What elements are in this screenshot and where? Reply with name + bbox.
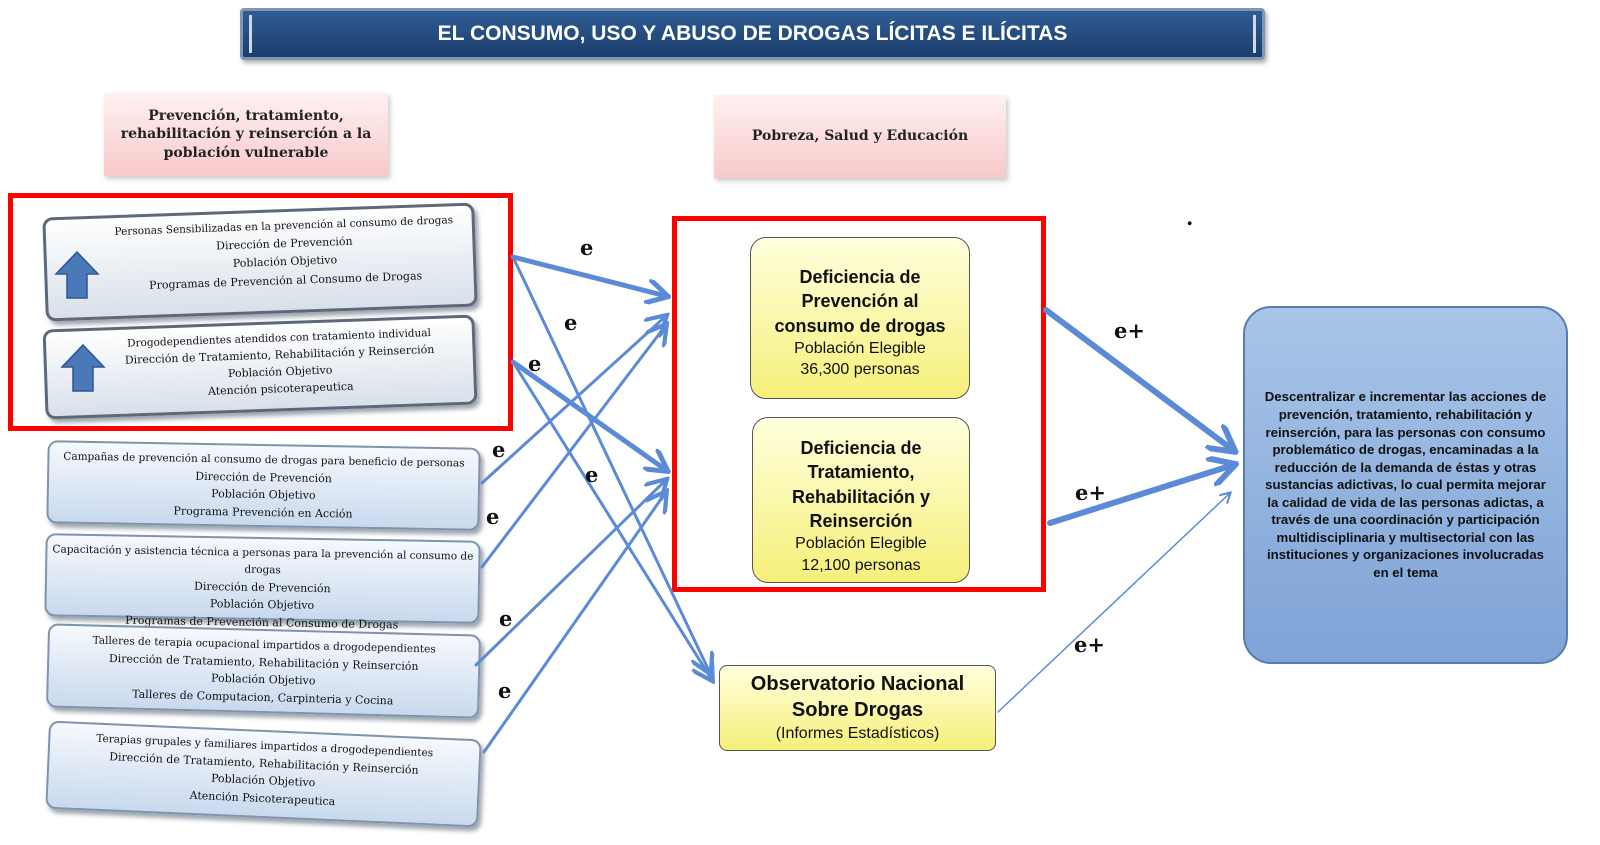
- box-heading: Deficiencia de: [800, 438, 922, 458]
- result-text: Descentralizar e incrementar las accione…: [1264, 389, 1547, 580]
- highlight-frame-middle: [672, 216, 1046, 592]
- arrow-card2-to-treatment: [510, 359, 666, 470]
- diagram-title: EL CONSUMO, USO Y ABUSO DE DROGAS LÍCITA…: [240, 8, 1265, 60]
- edge-label-e: e: [492, 437, 506, 462]
- edge-label-e: e: [498, 678, 512, 703]
- box-treatment-deficiency: Deficiencia de Tratamiento, Rehabilitaci…: [752, 417, 970, 583]
- box-prevention-deficiency: Deficiencia de Prevención al consumo de …: [750, 237, 970, 399]
- edge-label-e-plus: e+: [1074, 632, 1105, 657]
- arrow-observatory-to-result: [997, 493, 1230, 713]
- edge-label-e: e: [585, 462, 599, 487]
- edge-label-e: e: [499, 606, 513, 631]
- box-subtext: Población Elegible: [794, 339, 926, 357]
- arrow-card1-to-prevention: [510, 254, 666, 296]
- box-heading: Rehabilitación y: [791, 486, 931, 507]
- box-result-objective: Descentralizar e incrementar las accione…: [1243, 306, 1568, 664]
- arrow-card5-to-treatment: [474, 480, 666, 667]
- arrow-treatment-to-result: [1047, 465, 1233, 526]
- box-heading: consumo de drogas: [774, 315, 946, 336]
- arrow-card6-to-treatment: [482, 492, 666, 754]
- edge-label-e: e: [564, 310, 578, 335]
- box-heading: Reinserción: [809, 510, 913, 531]
- arrow-prevention-to-result: [1043, 307, 1233, 450]
- title-text: EL CONSUMO, USO Y ABUSO DE DROGAS LÍCITA…: [437, 22, 1068, 45]
- box-heading: Observatorio Nacional: [750, 673, 965, 695]
- box-observatory: Observatorio Nacional Sobre Drogas (Info…: [719, 665, 996, 751]
- box-subtext: 12,100 personas: [801, 556, 921, 574]
- header-poverty: Pobreza, Salud y Educación: [714, 95, 1006, 178]
- up-arrow-icon: [54, 250, 100, 299]
- highlight-frame-left: [8, 193, 513, 431]
- box-subtext: 36,300 personas: [800, 361, 920, 379]
- box-subtext: Población Elegible: [795, 535, 927, 553]
- header-prevention: Prevención, tratamiento, rehabilitación …: [104, 93, 388, 176]
- box-heading: Tratamiento,: [807, 462, 915, 483]
- header-poverty-text: Pobreza, Salud y Educación: [751, 128, 969, 145]
- box-subtext: (Informes Estadísticos): [775, 725, 940, 742]
- arrow-card1-to-observatory: [511, 255, 710, 673]
- box-heading: Prevención al: [801, 291, 919, 312]
- box-heading: Sobre Drogas: [791, 699, 924, 721]
- edge-label-e-plus: e+: [1075, 480, 1106, 505]
- edge-label-e: e: [528, 351, 542, 376]
- box-heading: Deficiencia de: [799, 267, 921, 287]
- edge-label-e: e: [486, 504, 500, 529]
- up-arrow-icon: [60, 343, 106, 392]
- edge-label-e-plus: e+: [1114, 318, 1145, 343]
- arrow-card3-to-prevention: [480, 316, 666, 485]
- arrow-card4-to-prevention: [480, 325, 666, 569]
- edge-label-e: e: [580, 235, 594, 260]
- header-prevention-text: Prevención, tratamiento, rehabilitación …: [120, 108, 372, 161]
- stray-dot: .: [1186, 205, 1194, 230]
- arrow-card2-to-observatory: [511, 360, 712, 680]
